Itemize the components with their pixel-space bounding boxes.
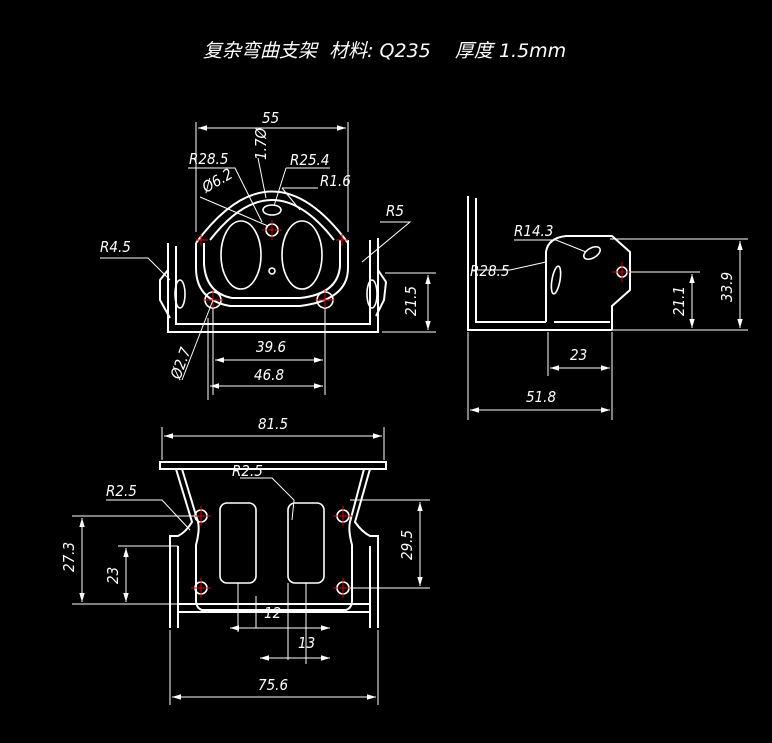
dim-12: 12 [264,604,281,622]
dim-side-r28-5: R28.5 [470,262,509,280]
dim-side-r14-3: R14.3 [514,222,553,240]
dim-13: 13 [298,634,315,652]
dim-side-33-9: 33.9 [718,272,736,302]
dim-side-23: 23 [570,346,587,364]
dim-side-51-8: 51.8 [526,388,556,406]
dim-dia2-7: Ø2.7 [167,345,195,383]
dim-46-8: 46.8 [254,366,284,384]
dim-75-6: 75.6 [258,676,288,694]
bottom-view [72,427,430,705]
dim-r28-5: R28.5 [189,150,228,168]
dim-r1-6: R1.6 [320,172,351,190]
dim-29-5: 29.5 [398,530,416,560]
dim-bottom-r2-5-top: R2.5 [232,462,263,480]
drawing-title: 复杂弯曲支架 材料: Q235 厚度 1.5mm [203,40,567,62]
dim-r5: R5 [386,202,404,220]
dim-dia6-2: Ø6.2 [198,165,236,197]
dim-r25-4: R25.4 [290,151,329,169]
dim-27-3: 27.3 [60,542,78,572]
dim-bottom-23: 23 [104,567,122,584]
dim-81-5: 81.5 [258,415,288,433]
dim-55: 55 [262,109,279,127]
dim-small-r: 1.7Ø [252,128,270,160]
dim-r4-5: R4.5 [100,238,131,256]
front-view [100,122,436,400]
dim-side-21-1: 21.1 [670,286,688,316]
dim-bottom-r2-5-left: R2.5 [106,482,137,500]
side-view [467,196,748,420]
dim-21-5: 21.5 [402,286,420,316]
dim-39-6: 39.6 [256,338,286,356]
